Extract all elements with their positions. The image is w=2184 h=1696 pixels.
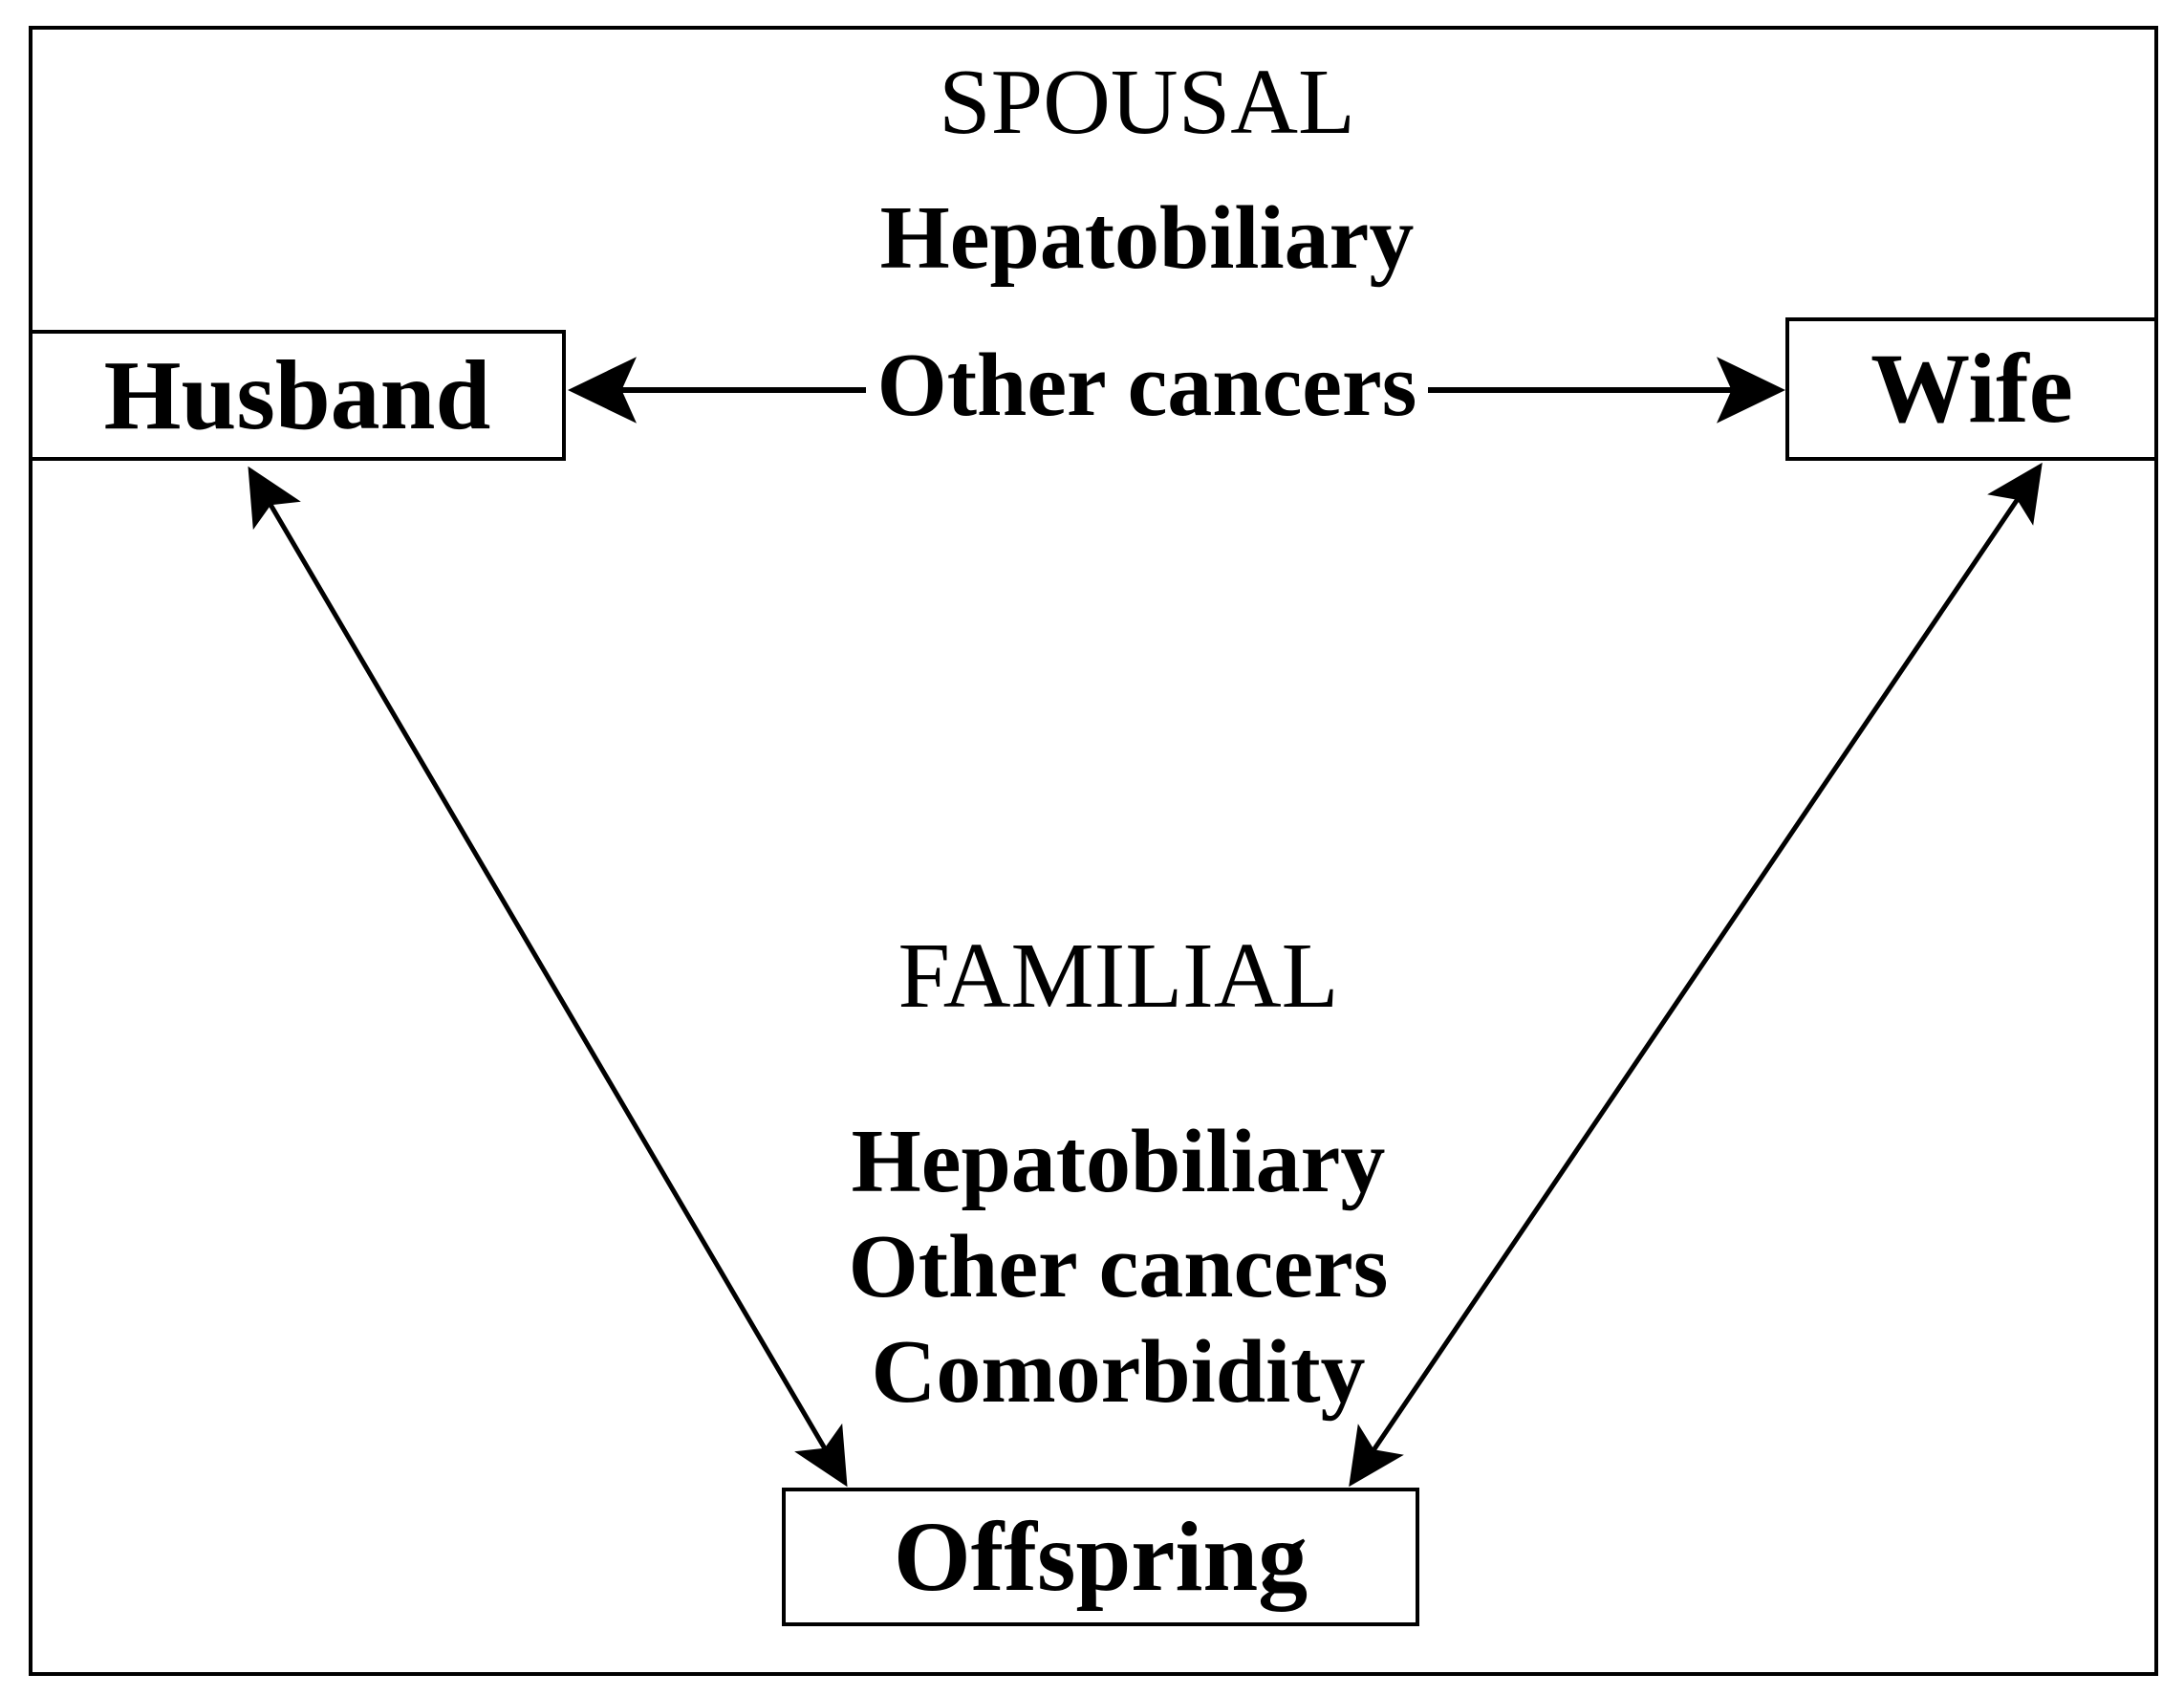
spousal-label-group: SPOUSAL Hepatobiliary Other cancers [669, 55, 1625, 430]
node-husband: Husband [29, 330, 566, 461]
spousal-item-other-cancers: Other cancers [865, 340, 1429, 430]
spousal-heading: SPOUSAL [929, 55, 1365, 149]
node-offspring-label: Offspring [893, 1501, 1308, 1612]
node-offspring: Offspring [782, 1488, 1419, 1626]
node-wife-label: Wife [1870, 334, 2073, 444]
node-wife: Wife [1785, 317, 2158, 461]
familial-item-other-cancers: Other cancers [836, 1222, 1400, 1312]
diagram-outer-border [29, 26, 2158, 1676]
familial-heading: FAMILIAL [888, 929, 1349, 1023]
familial-item-hepatobiliary: Hepatobiliary [839, 1117, 1397, 1207]
familial-item-comorbidity: Comorbidity [859, 1327, 1377, 1417]
edge-husband-offspring [248, 466, 848, 1488]
spousal-item-hepatobiliary: Hepatobiliary [868, 193, 1426, 283]
edge-wife-offspring [1349, 462, 2043, 1488]
familial-label-group: FAMILIAL Hepatobiliary Other cancers Com… [631, 929, 1606, 1432]
node-husband-label: Husband [103, 339, 491, 450]
